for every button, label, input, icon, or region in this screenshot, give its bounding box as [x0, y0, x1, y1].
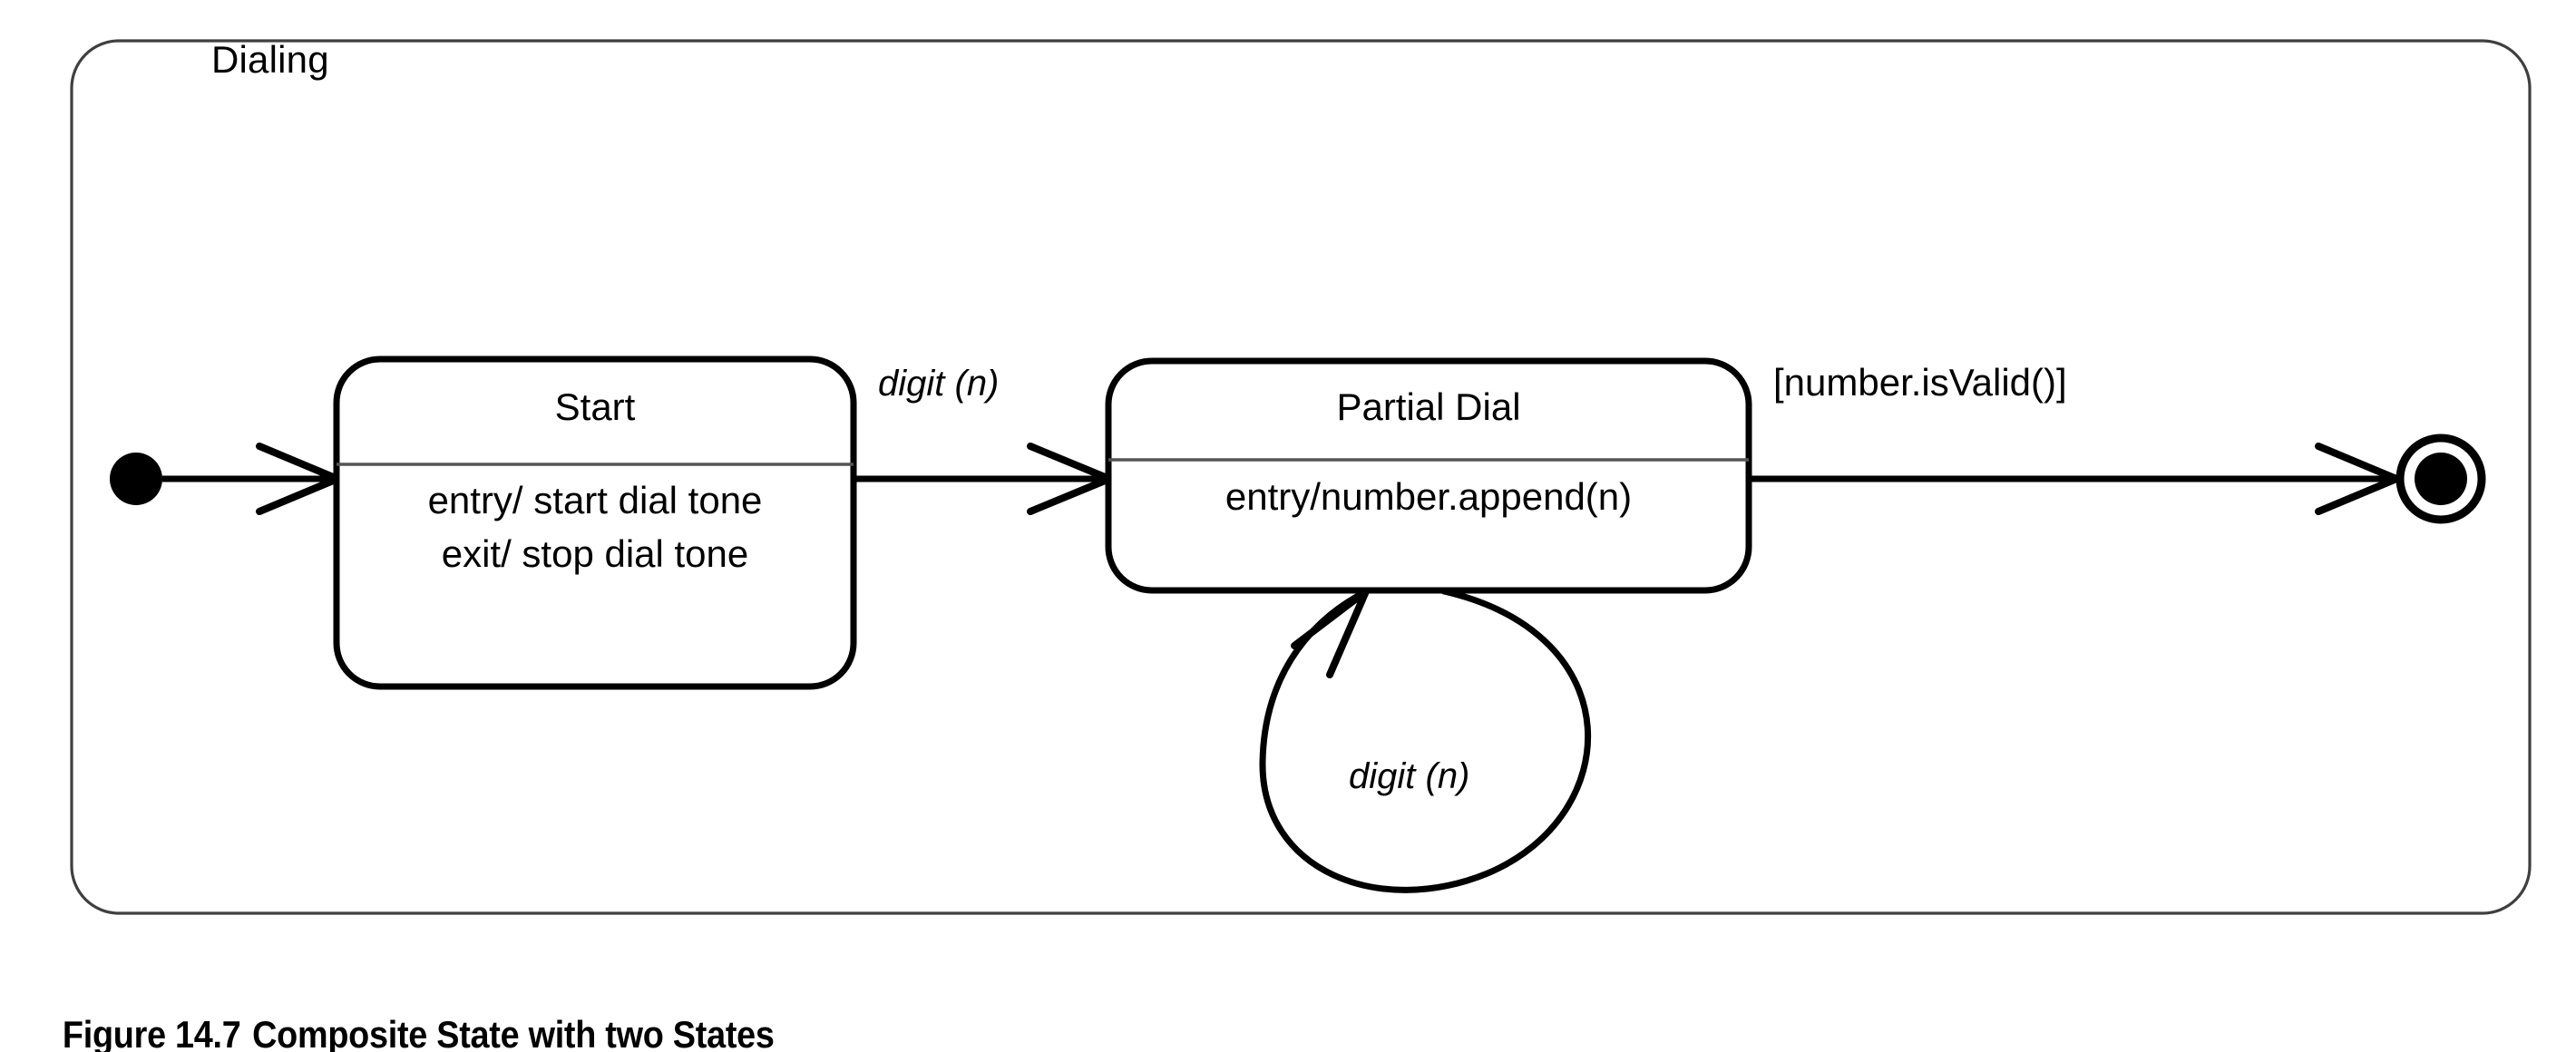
transition-partial-self-loop-label: digit (n) — [1349, 756, 1470, 796]
final-state-inner-dot — [2415, 453, 2467, 505]
transition-partial-to-final-label: [number.isValid()] — [1773, 361, 2067, 404]
figure-caption-title: Composite State with two States — [252, 1013, 775, 1052]
state-start-activity-exit: exit/ stop dial tone — [441, 532, 749, 575]
state-start-activity-entry: entry/ start dial tone — [427, 479, 763, 521]
state-partial-dial-name: Partial Dial — [1336, 385, 1521, 428]
figure-caption: Figure 14.7 Composite State with two Stat… — [25, 975, 775, 1052]
transition-partial-self-loop-arrowhead — [1291, 588, 1370, 678]
transition-partial-self-loop-path — [1259, 588, 1592, 893]
figure-caption-prefix: Figure 14.7 — [62, 1013, 241, 1052]
composite-state-name: Dialing — [211, 38, 329, 81]
state-start-name: Start — [554, 385, 636, 428]
initial-state-icon — [110, 453, 162, 505]
transition-start-to-partial-label: digit (n) — [878, 364, 1000, 404]
state-partial-dial-activity-entry: entry/number.append(n) — [1225, 475, 1633, 518]
state-start-box — [333, 356, 857, 690]
